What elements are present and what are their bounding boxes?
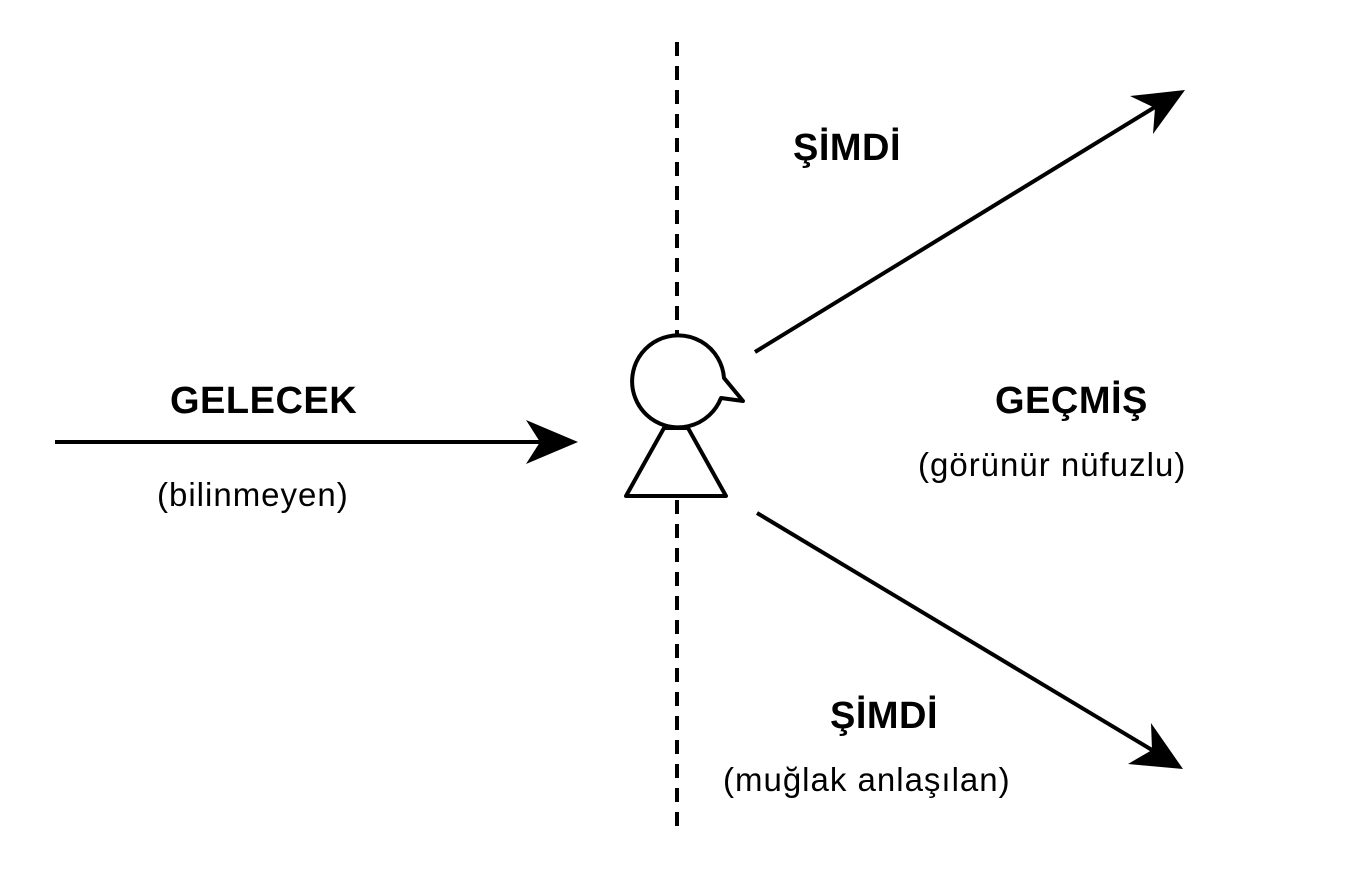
arrow-right-icon [55, 420, 578, 464]
person-icon [624, 333, 745, 498]
now-top-title: ŞİMDİ [793, 127, 902, 169]
future-title: GELECEK [170, 380, 358, 422]
now-bottom-subtitle: (muğlak anlaşılan) [723, 761, 1011, 798]
arrow-up-right-icon [753, 90, 1185, 354]
future-subtitle: (bilinmeyen) [157, 476, 349, 513]
arrow-down-right-icon [755, 511, 1183, 769]
now-bottom-title: ŞİMDİ [830, 695, 939, 737]
past-title: GEÇMİŞ [995, 380, 1148, 422]
past-subtitle: (görünür nüfuzlu) [918, 446, 1187, 483]
